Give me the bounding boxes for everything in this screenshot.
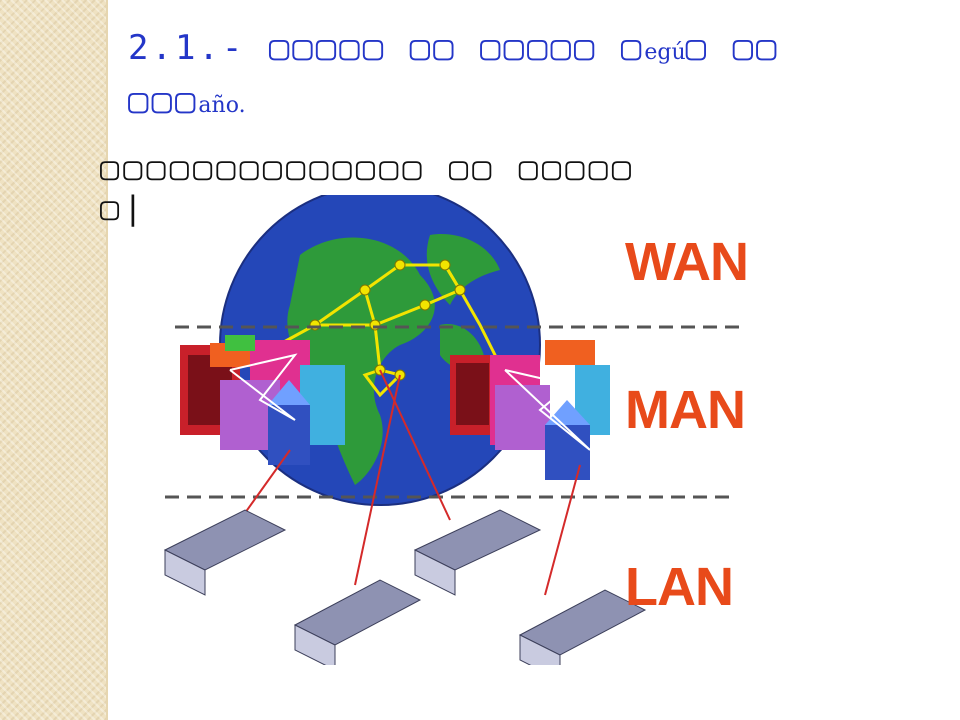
network-diagram: WAN MAN LAN bbox=[163, 195, 749, 665]
lan-links bbox=[239, 369, 581, 596]
man-buildings-right bbox=[450, 340, 610, 480]
subtitle-line-1: ▢▢▢▢▢▢▢▢▢▢▢▢▢▢ ▢▢ ▢▢▢▢▢ bbox=[100, 149, 636, 187]
man-links bbox=[229, 353, 591, 451]
title-line-2-text: ▢▢▢ bbox=[128, 81, 199, 121]
title-line-1-text: 2.1.- ▢▢▢▢▢ ▢▢ ▢▢▢▢▢ ▢ bbox=[128, 28, 645, 68]
subtitle-line-2: ▢| bbox=[100, 189, 147, 227]
decorative-sidebar bbox=[0, 0, 108, 720]
title-line-1-end: ▢ ▢▢ bbox=[685, 28, 780, 68]
title-line-1-suffix: egú bbox=[644, 40, 686, 65]
slide-title: 2.1.- ▢▢▢▢▢ ▢▢ ▢▢▢▢▢ ▢egú▢ ▢▢ ▢▢▢año. bbox=[128, 24, 958, 130]
title-line-2: ▢▢▢año. bbox=[128, 77, 958, 130]
man-label: MAN bbox=[625, 380, 745, 440]
lan-buildings bbox=[163, 509, 647, 665]
lan-label: LAN bbox=[625, 557, 733, 617]
wan-label: WAN bbox=[625, 232, 748, 292]
slide-subtitle: ▢▢▢▢▢▢▢▢▢▢▢▢▢▢ ▢▢ ▢▢▢▢▢ ▢| bbox=[100, 148, 960, 228]
title-line-2-suffix: año. bbox=[198, 93, 246, 118]
man-buildings-left bbox=[180, 335, 345, 465]
title-line-1: 2.1.- ▢▢▢▢▢ ▢▢ ▢▢▢▢▢ ▢egú▢ ▢▢ bbox=[128, 24, 958, 77]
